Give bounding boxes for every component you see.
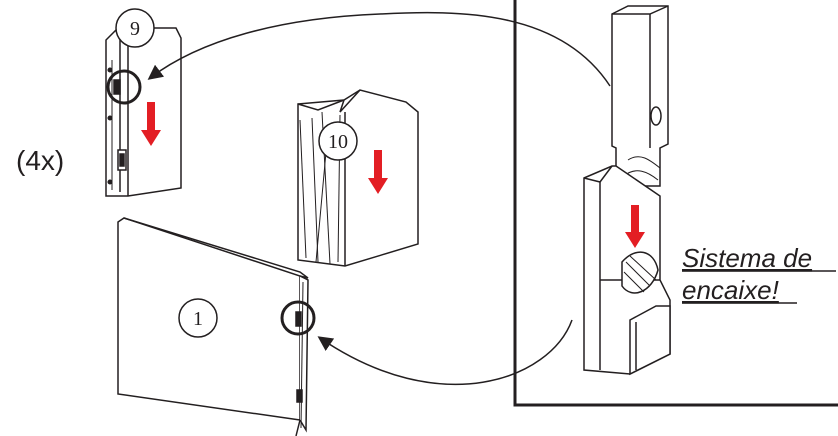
cover-part [297, 89, 419, 267]
callout-line-2: encaixe! [682, 275, 779, 305]
bracket-highlight-circle [106, 69, 142, 105]
bracket-part [105, 27, 182, 197]
callout-line-1: Sistema de [682, 243, 812, 273]
cover-part-number: 10 [318, 121, 358, 161]
bracket-down-arrow [141, 102, 161, 146]
svg-text:1: 1 [193, 308, 203, 330]
bracket-leader-arrow [147, 11, 611, 87]
panel-leader-arrow [317, 319, 573, 386]
panel-highlight-circle [280, 300, 316, 336]
cover-down-arrow [368, 150, 388, 194]
quantity-label: (4x) [16, 145, 64, 176]
detail-frame [513, 0, 838, 407]
connector-detail [583, 5, 671, 376]
detail-down-arrow [625, 205, 645, 248]
bracket-part-number: 9 [115, 8, 155, 48]
svg-text:10: 10 [328, 131, 348, 153]
svg-text:9: 9 [130, 18, 140, 40]
panel-part-number: 1 [178, 298, 218, 338]
